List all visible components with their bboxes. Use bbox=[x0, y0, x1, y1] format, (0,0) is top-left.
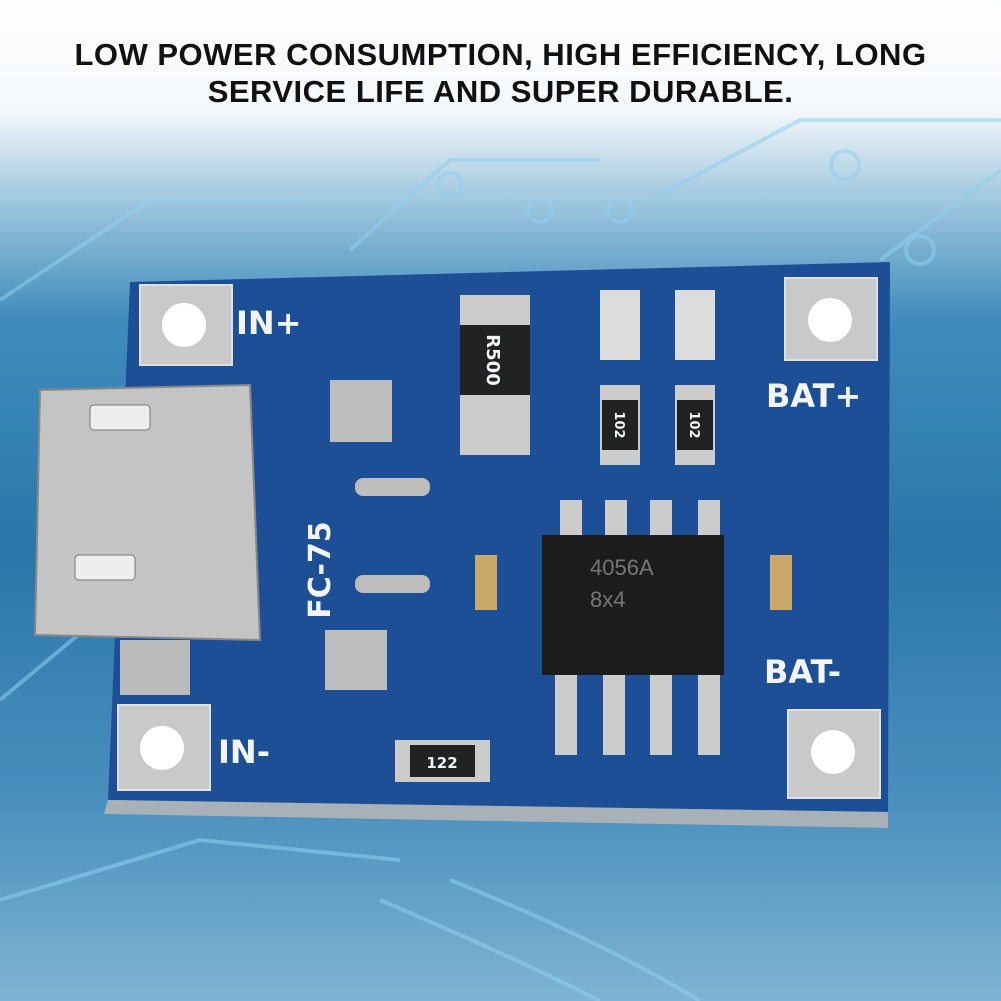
led-a bbox=[600, 290, 640, 360]
solder-pads bbox=[325, 380, 430, 690]
headline-line-1: LOW POWER CONSUMPTION, HIGH EFFICIENCY, … bbox=[74, 37, 927, 72]
chip-marking-1: 4056A bbox=[590, 555, 654, 580]
resistor-102-b: 102 bbox=[686, 411, 701, 438]
capacitor-left bbox=[475, 555, 497, 610]
mounting-holes bbox=[140, 298, 855, 774]
label-in-minus: IN- bbox=[218, 733, 270, 771]
resistor-122-body bbox=[410, 745, 475, 777]
headline: LOW POWER CONSUMPTION, HIGH EFFICIENCY, … bbox=[0, 36, 1001, 110]
chip-pins bbox=[555, 500, 720, 755]
resistor-122: 122 bbox=[426, 754, 457, 772]
tp4056-chip bbox=[542, 535, 724, 675]
label-fc75: FC-75 bbox=[303, 521, 338, 618]
resistor-102-a-body bbox=[602, 400, 638, 450]
circuit-background bbox=[0, 118, 1001, 1001]
micro-usb-connector bbox=[33, 383, 262, 695]
chip-marking-2: 8x4 bbox=[590, 587, 625, 612]
pcb-board: R500 102 102 4056A 8x4 122 IN+ IN- BAT+ … bbox=[104, 262, 890, 828]
capacitor-right bbox=[770, 555, 792, 610]
label-bat-plus: BAT+ bbox=[766, 377, 861, 415]
led-b bbox=[675, 290, 715, 360]
label-in-plus: IN+ bbox=[236, 304, 302, 342]
resistor-r500: R500 bbox=[482, 334, 503, 385]
resistor-102-b-body bbox=[677, 400, 713, 450]
resistor-r500-body bbox=[460, 325, 530, 395]
resistor-102-a: 102 bbox=[611, 411, 626, 438]
headline-line-2: SERVICE LIFE AND SUPER DURABLE. bbox=[207, 74, 794, 109]
label-bat-minus: BAT- bbox=[764, 653, 841, 691]
